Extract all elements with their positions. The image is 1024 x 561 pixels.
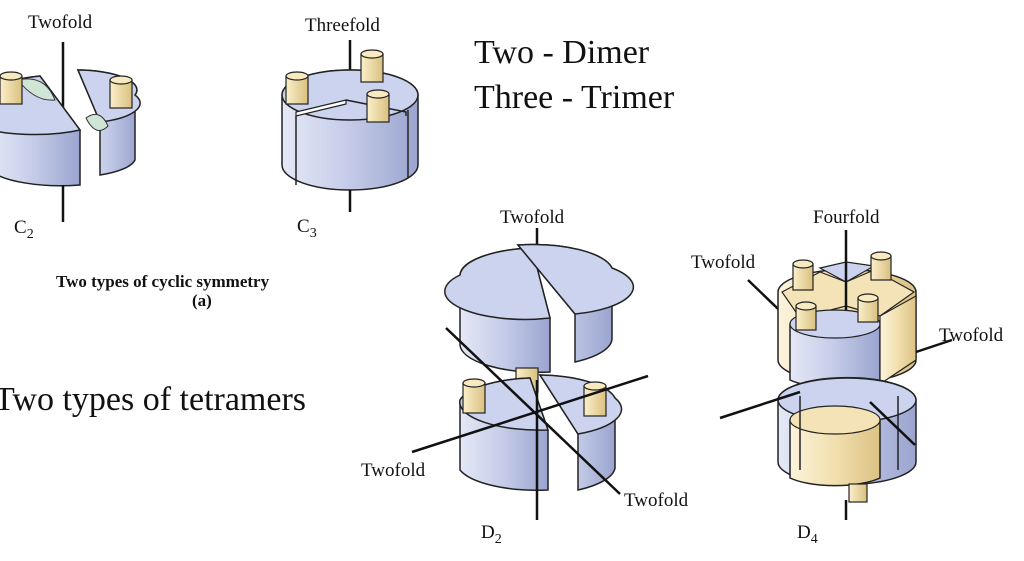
d2-peg-left: [462, 378, 486, 414]
heading-dimer: Two - Dimer: [474, 34, 650, 71]
d4-peg-4: [857, 293, 879, 323]
c2-peg-left: [0, 71, 23, 105]
d2-axis-horizontal: [411, 374, 649, 454]
d2-axis-top-label: Twofold: [500, 207, 565, 228]
cyclic-caption-tag: (a): [192, 291, 212, 310]
d4-axis-right-label: Twofold: [939, 325, 1004, 346]
d2-tetramer-model: [411, 228, 649, 520]
c2-peg-right: [109, 75, 133, 109]
d4-octamer-model: [719, 230, 953, 520]
c3-peg-back: [360, 49, 384, 83]
d2-axis-right-label: Twofold: [624, 490, 689, 511]
c2-dimer-model: [0, 42, 141, 222]
d4-axis-lower-right: [869, 401, 916, 446]
d4-peg-bottom: [848, 483, 868, 503]
d2-peg-right: [583, 381, 607, 417]
d2-top-left-face: [444, 247, 551, 321]
c2-symbol: C2: [14, 217, 34, 242]
d4-peg-3: [795, 301, 817, 331]
c2-contact-patch: [17, 78, 56, 101]
c3-slit-2: [345, 99, 407, 116]
d2-symbol: D2: [481, 522, 502, 547]
d4-axis-left-label: Twofold: [691, 252, 756, 273]
d4-symbol: D4: [797, 522, 818, 547]
tetramers-label: Two types of tetramers: [0, 381, 306, 418]
c3-slit-1: [295, 99, 347, 117]
c3-symbol: C3: [297, 216, 317, 241]
c3-peg-left: [285, 71, 309, 105]
cyclic-caption: Two types of cyclic symmetry: [56, 272, 270, 291]
d4-peg-1: [792, 259, 814, 291]
heading-trimer: Three - Trimer: [474, 79, 675, 116]
d4-top-right-tan-side: [879, 294, 917, 386]
c3-trimer-model: [281, 40, 419, 212]
d4-bottom-front-tan-face: [789, 405, 881, 435]
d4-axis-right: [915, 338, 953, 354]
d2-top-right-face: [516, 243, 635, 315]
c2-axis-label: Twofold: [28, 12, 93, 33]
c3-axis-label: Threefold: [305, 15, 380, 36]
d2-axis-left-label: Twofold: [361, 460, 426, 481]
d2-axis-diagonal: [445, 327, 621, 495]
c3-peg-right: [366, 89, 390, 123]
c2-contact-patch-2: [85, 113, 109, 131]
d4-peg-2: [870, 251, 892, 281]
d4-axis-left: [719, 390, 801, 420]
d4-axis-top-label: Fourfold: [813, 207, 880, 228]
